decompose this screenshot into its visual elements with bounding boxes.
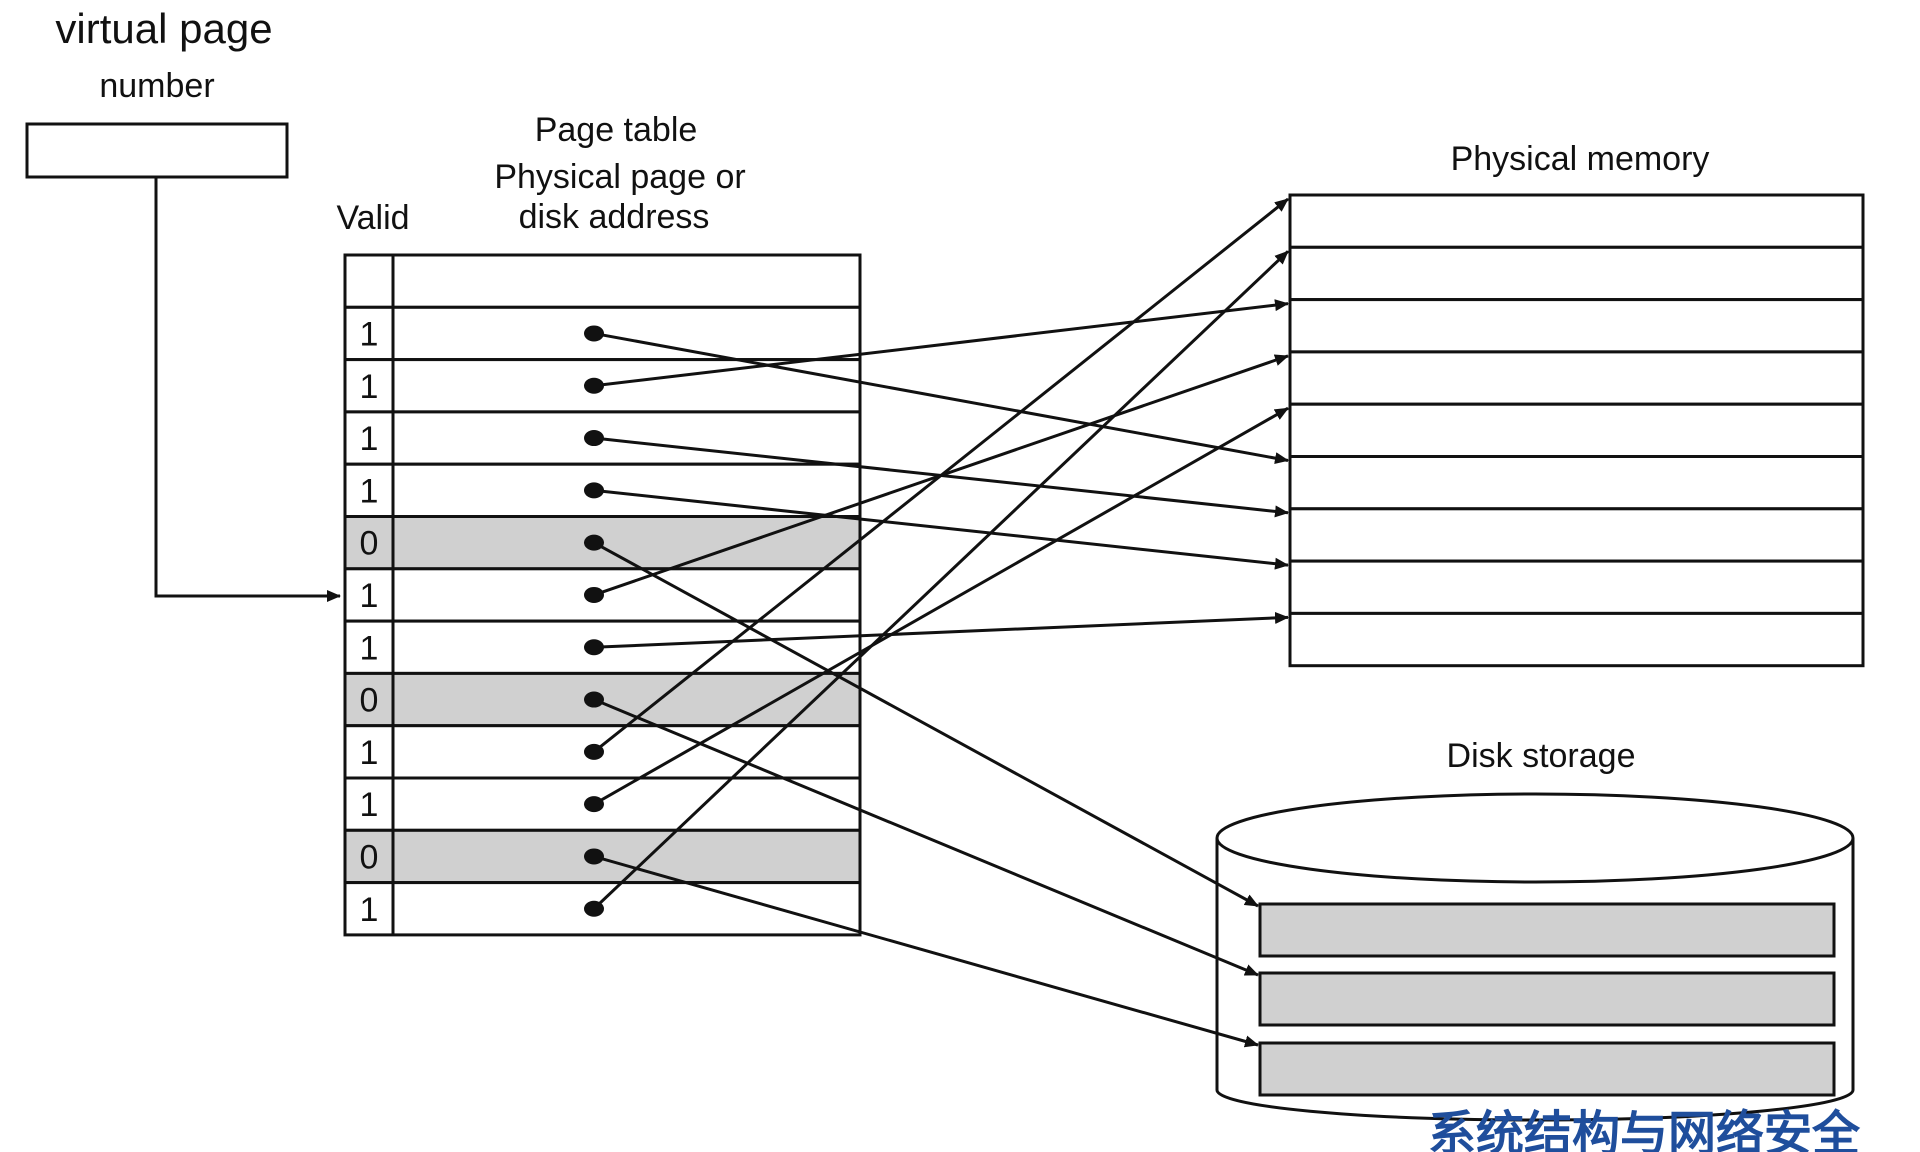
- valid-bit: 1: [360, 315, 379, 353]
- vpn-title-line2: number: [99, 67, 214, 105]
- mapping-arrow: [593, 855, 1259, 1048]
- entry-pointer-dot: [584, 691, 604, 708]
- entry-pointer-dot: [584, 430, 604, 447]
- physical-memory-page: [1288, 507, 1865, 563]
- entry-pointer-dot: [584, 796, 604, 813]
- page-table-title: Page table: [535, 111, 698, 149]
- page-table-addr-header-line2: disk address: [519, 198, 710, 236]
- entry-pointer-dot: [584, 900, 604, 917]
- entry-pointer-dot: [584, 482, 604, 499]
- page-table-entry: [343, 253, 862, 309]
- entry-pointer-dot: [584, 586, 604, 603]
- page-table-row: 1: [343, 410, 862, 466]
- entry-pointer-dot: [584, 534, 604, 551]
- valid-bit: 1: [360, 891, 379, 929]
- disk-blocks: [1258, 902, 1836, 1097]
- mapping-arrow: [592, 250, 1290, 910]
- valid-bit: 1: [360, 368, 379, 406]
- page-table-row: 1: [343, 619, 862, 675]
- valid-bit: 0: [360, 838, 379, 876]
- page-table-valid-header: Valid: [336, 199, 409, 237]
- page-table-row: [343, 253, 862, 309]
- vpn-title-line1: virtual page: [55, 5, 272, 52]
- physical-memory-page: [1288, 559, 1865, 615]
- valid-bit: 1: [360, 734, 379, 772]
- entry-pointer-dot: [584, 325, 604, 342]
- disk-cylinder-top: [1215, 792, 1855, 884]
- physical-memory-page: [1288, 350, 1865, 406]
- mapping-arrow: [593, 488, 1289, 570]
- mapping-arrow: [593, 197, 1289, 754]
- mapping-arrow: [593, 611, 1289, 649]
- mapping-arrow: [593, 299, 1289, 388]
- valid-bit: 1: [360, 420, 379, 458]
- mapping-arrow: [593, 331, 1289, 465]
- disk-storage-title: Disk storage: [1447, 737, 1636, 775]
- physical-memory: [1288, 193, 1865, 668]
- physical-memory-page: [1288, 193, 1865, 249]
- valid-bit: 1: [360, 786, 379, 824]
- mapping-arrows: [584, 197, 1290, 1048]
- entry-pointer-dot: [584, 743, 604, 760]
- disk-block: [1258, 902, 1836, 958]
- entry-pointer-dot: [584, 639, 604, 656]
- valid-bit: 0: [360, 682, 379, 720]
- page-table-addr-header-line1: Physical page or: [494, 158, 745, 196]
- physical-memory-page: [1288, 611, 1865, 668]
- physical-memory-title: Physical memory: [1451, 140, 1710, 178]
- disk-block: [1258, 971, 1836, 1027]
- valid-bit: 1: [360, 577, 379, 615]
- mapping-arrow: [593, 406, 1289, 806]
- valid-bit: 1: [360, 472, 379, 510]
- page-table-row: 0: [343, 671, 862, 728]
- disk-block: [1258, 1041, 1836, 1097]
- watermark-text: 系统结构与网络安全: [1428, 1106, 1861, 1152]
- physical-memory-page: [1288, 402, 1865, 459]
- valid-bit: 0: [360, 525, 379, 563]
- page-table-entry: [343, 619, 862, 675]
- vpn-box: [25, 122, 289, 179]
- valid-bit: 1: [360, 629, 379, 667]
- entry-pointer-dot: [584, 377, 604, 394]
- vpn-pointer-arrow: [154, 177, 341, 602]
- physical-memory-page: [1288, 245, 1865, 302]
- entry-pointer-dot: [584, 848, 604, 865]
- physical-memory-page: [1288, 455, 1865, 511]
- physical-memory-page: [1288, 298, 1865, 354]
- mapping-arrow: [593, 541, 1259, 908]
- mapping-arrow: [593, 698, 1259, 977]
